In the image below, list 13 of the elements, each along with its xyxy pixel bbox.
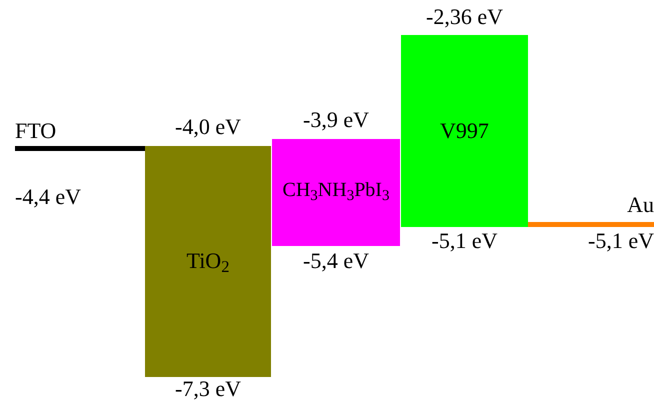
energy-value: -5,1 eV: [588, 230, 654, 252]
energy-value: -3,9 eV: [302, 109, 370, 131]
material-label: TiO$_{2}$: [186, 250, 230, 272]
energy-value: -4,0 eV: [174, 116, 242, 138]
energy-value: -5,4 eV: [302, 250, 370, 272]
material-label: FTO: [15, 120, 56, 142]
energy-value: -7,3 eV: [174, 378, 242, 400]
energy-value: -5,1 eV: [430, 230, 498, 252]
material-label: CH$_{3}$NH$_{3}$PbI$_{3}$: [282, 180, 390, 200]
material-label: Au: [627, 194, 654, 216]
energy-value: -2,36 eV: [425, 6, 504, 28]
material-label: V997: [439, 120, 490, 142]
energy-value: -4,4 eV: [15, 186, 81, 208]
